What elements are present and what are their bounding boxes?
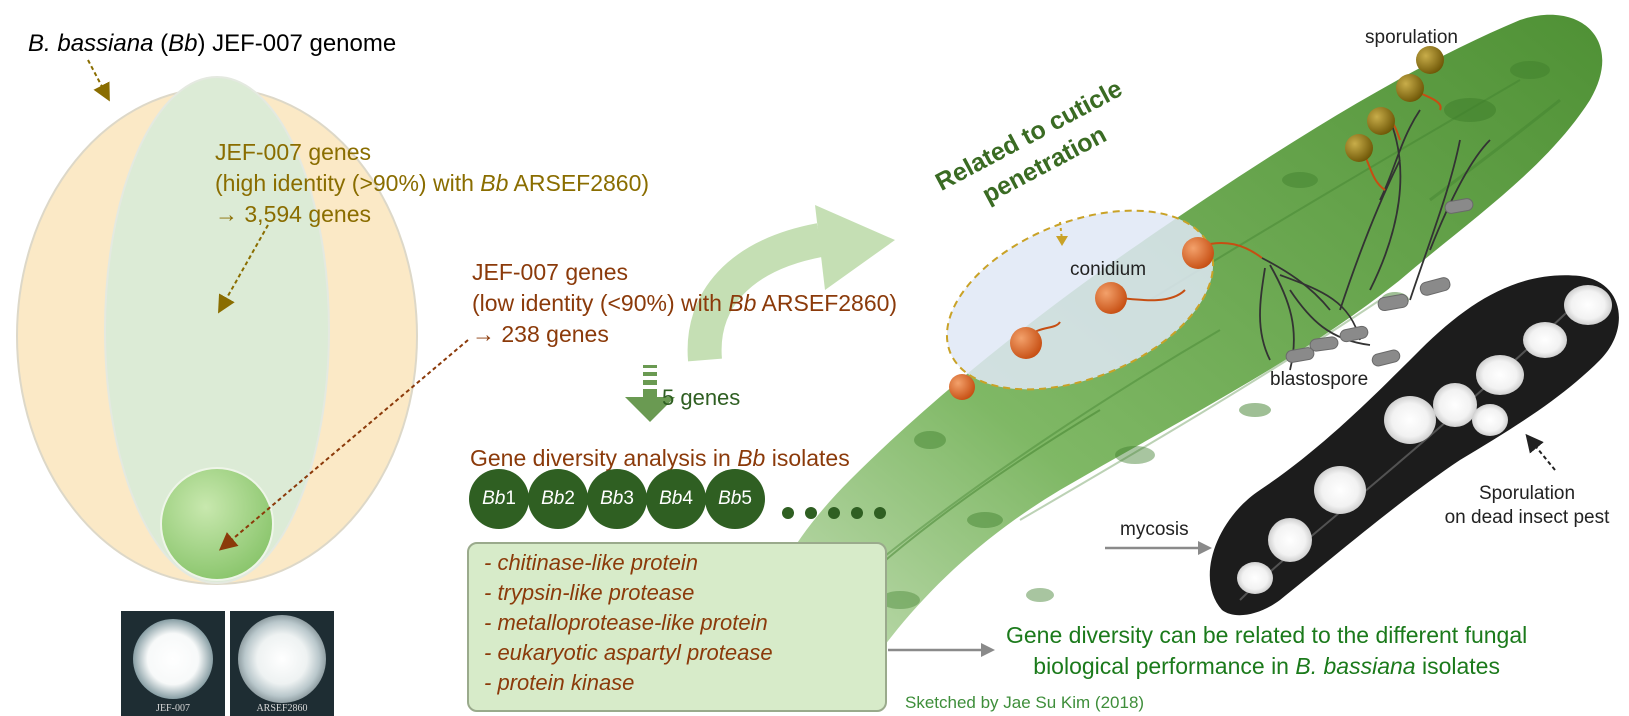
dead-label-line1: Sporulation xyxy=(1478,483,1576,504)
colony-photo-jef007: JEF-007 xyxy=(121,611,225,716)
more-dot xyxy=(782,507,794,519)
isolate-number: 4 xyxy=(682,488,693,509)
protein-item: - protein kinase xyxy=(484,670,635,695)
isolate-number: 5 xyxy=(741,488,752,509)
high-identity-italic: Bb xyxy=(480,170,509,196)
isolate-number: 1 xyxy=(505,488,516,509)
conidia xyxy=(949,237,1263,400)
more-dot xyxy=(805,507,817,519)
more-dot xyxy=(828,507,840,519)
blastospores xyxy=(1285,198,1474,367)
colony-photo-arsef2860: ARSEF2860 xyxy=(230,611,334,716)
mycosis-arrow xyxy=(1105,541,1212,555)
diversity-title: Gene diversity analysis in Bb isolates xyxy=(470,443,850,474)
isolate-abbr: Bb xyxy=(541,488,565,509)
conclusion-italic: B. bassiana xyxy=(1295,653,1416,679)
protein-list-box: - chitinase-like protein - trypsin-like … xyxy=(467,542,887,712)
aerial-conidia xyxy=(1345,46,1444,191)
down-arrow xyxy=(625,365,675,422)
credit-text: Sketched by Jae Su Kim (2018) xyxy=(905,693,1145,712)
dead-insect-label: Sporulation on dead insect pest xyxy=(1427,482,1627,530)
high-identity-post: ARSEF2860) xyxy=(508,170,650,196)
diversity-italic: Bb xyxy=(737,445,766,471)
photo-label: ARSEF2860 xyxy=(256,703,308,714)
isolate-abbr: Bb xyxy=(482,488,506,509)
species-name: B. bassiana xyxy=(28,30,154,57)
insect-larva xyxy=(758,14,1603,701)
low-identity-count: → 238 genes xyxy=(472,321,609,347)
five-genes-label: 5 genes xyxy=(662,385,741,410)
high-identity-count: → 3,594 genes xyxy=(215,201,372,227)
isolate-number: 2 xyxy=(564,488,575,509)
conclusion-line2: biological performance in B. bassiana is… xyxy=(1006,651,1527,682)
low-identity-italic: Bb xyxy=(728,290,757,316)
mycosis-label: mycosis xyxy=(1120,519,1189,540)
conidium-label: conidium xyxy=(1070,259,1147,280)
genome-ellipse xyxy=(16,76,418,585)
colony-image xyxy=(133,619,213,699)
high-identity-line1: JEF-007 genes xyxy=(215,139,371,165)
diversity-pre: Gene diversity analysis in xyxy=(470,445,738,471)
protein-item: - chitinase-like protein xyxy=(484,550,698,575)
colony-image xyxy=(238,615,326,703)
high-identity-text: JEF-007 genes (high identity (>90%) with… xyxy=(215,137,649,230)
isolate-number: 3 xyxy=(623,488,634,509)
isolate-abbr: Bb xyxy=(718,488,742,509)
high-identity-pre: (high identity (>90%) with xyxy=(215,170,481,196)
low-identity-pre: (low identity (<90%) with xyxy=(472,290,729,316)
species-abbr: Bb xyxy=(168,30,198,57)
more-dot xyxy=(874,507,886,519)
conclusion-post: isolates xyxy=(1415,653,1500,679)
photo-label: JEF-007 xyxy=(156,703,190,714)
isolate-abbr: Bb xyxy=(659,488,683,509)
dashed-arrows-left xyxy=(87,59,469,551)
low-identity-post: ARSEF2860) xyxy=(756,290,898,316)
high-identity-line2: (high identity (>90%) with Bb ARSEF2860) xyxy=(215,168,649,199)
protein-item: - metalloprotease-like protein xyxy=(484,610,768,635)
title-open: ( xyxy=(153,30,169,57)
dead-insect xyxy=(1209,275,1619,616)
protein-item: - trypsin-like protease xyxy=(484,580,695,605)
sporulation-label: sporulation xyxy=(1365,27,1458,48)
title-close: ) JEF-007 genome xyxy=(197,30,397,57)
low-identity-line1: JEF-007 genes xyxy=(472,259,628,285)
isolate-abbr: Bb xyxy=(600,488,624,509)
diversity-post: isolates xyxy=(765,445,850,471)
dead-label-line2: on dead insect pest xyxy=(1444,507,1610,528)
conclusion-line1: Gene diversity can be related to the dif… xyxy=(1006,622,1528,648)
genome-title: B. bassiana (Bb) JEF-007 genome xyxy=(28,30,396,58)
low-identity-line2: (low identity (<90%) with Bb ARSEF2860) xyxy=(472,288,897,319)
conclusion-text: Gene diversity can be related to the dif… xyxy=(1006,620,1527,682)
conclusion-arrow xyxy=(888,643,995,657)
conclusion-pre: biological performance in xyxy=(1033,653,1296,679)
more-dot xyxy=(851,507,863,519)
low-identity-text: JEF-007 genes (low identity (<90%) with … xyxy=(472,257,897,350)
protein-item: - eukaryotic aspartyl protease xyxy=(484,640,773,665)
blastospore-label: blastospore xyxy=(1270,369,1369,390)
curved-arrow xyxy=(687,205,895,362)
